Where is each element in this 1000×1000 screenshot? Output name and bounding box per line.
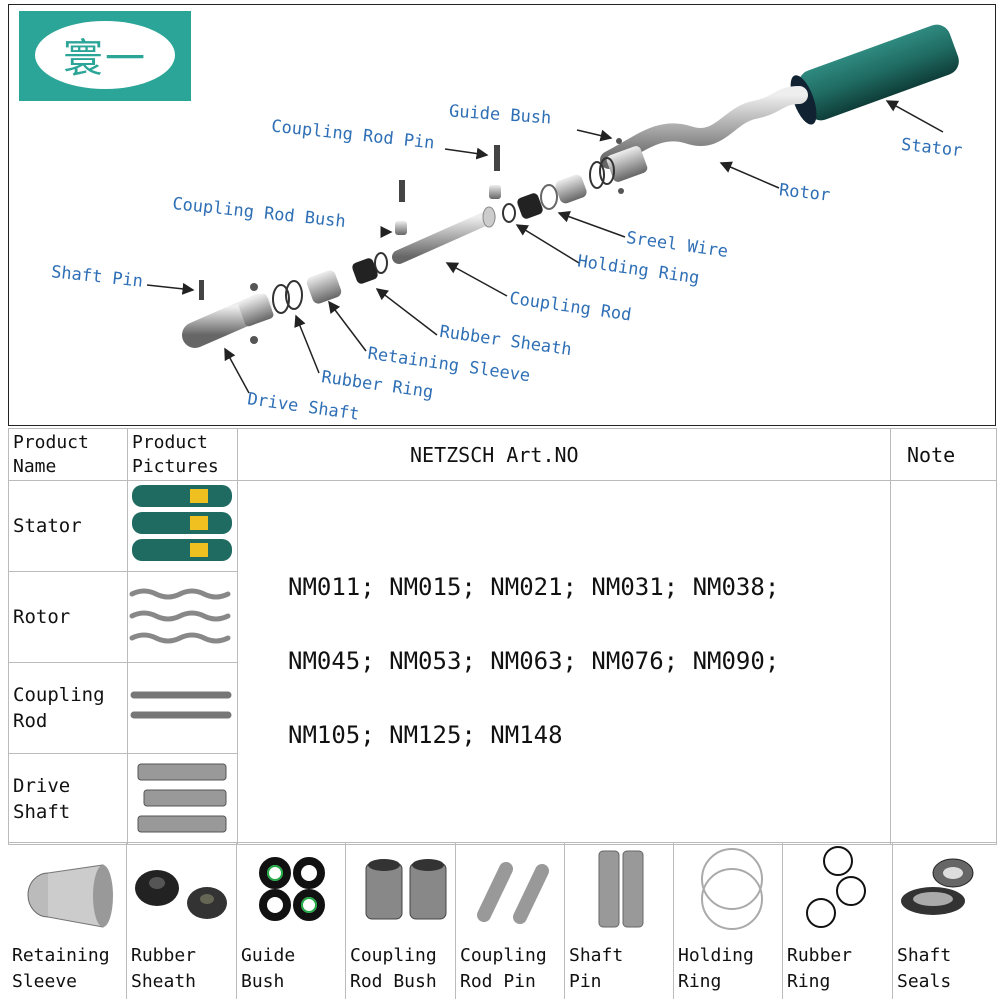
brand-logo: 寰一	[19, 11, 191, 101]
part-label: Holding Ring	[678, 945, 754, 992]
row-name-rotor: Rotor	[8, 571, 128, 663]
note-cell	[890, 480, 997, 845]
code-line-3: NM105; NM125; NM148	[288, 721, 563, 749]
rotor-picture	[127, 571, 238, 663]
coupling-rod-part	[392, 210, 496, 264]
header-art-no: NETZSCH Art.NO	[237, 428, 891, 481]
part-label: Retaining Sleeve	[12, 945, 110, 992]
part-label: Shaft Pin	[569, 945, 624, 992]
part-label: Shaft Seals	[897, 945, 952, 992]
parts-row: Retaining Sleeve Rubber Sheath Guide Bus…	[8, 842, 996, 999]
header-product-pictures: Product Pictures	[127, 428, 238, 481]
part-label: Coupling Rod Pin	[460, 945, 547, 992]
part-coupling-rod-bush: Coupling Rod Bush	[346, 843, 456, 999]
drive-shaft-picture	[127, 753, 238, 845]
part-label: Coupling Rod Bush	[350, 945, 437, 992]
part-holding-ring: Holding Ring	[674, 843, 783, 999]
header-note: Note	[890, 428, 997, 481]
part-shaft-pin: Shaft Pin	[565, 843, 674, 999]
exploded-diagram: 寰一 Guide Bush Coupling Rod Pin Stator Ro…	[8, 4, 996, 426]
code-line-1: NM011; NM015; NM021; NM031; NM038;	[288, 573, 780, 601]
row-name-drive-shaft: Drive Shaft	[8, 753, 128, 845]
part-label: Rubber Sheath	[131, 945, 197, 992]
part-guide-bush: Guide Bush	[237, 843, 346, 999]
code-line-2: NM045; NM053; NM063; NM076; NM090;	[288, 647, 780, 675]
row-name-coupling-rod: Coupling Rod	[8, 662, 128, 754]
logo-text: 寰一	[63, 36, 147, 82]
part-coupling-rod-pin: Coupling Rod Pin	[456, 843, 565, 999]
part-shaft-seals: Shaft Seals	[893, 843, 996, 999]
stator-part	[790, 24, 959, 125]
part-rubber-ring: Rubber Ring	[783, 843, 893, 999]
product-table: Product Name Product Pictures NETZSCH Ar…	[8, 428, 997, 845]
rotor-part	[600, 86, 808, 169]
coupling-rod-picture	[127, 662, 238, 754]
stator-picture	[127, 480, 238, 572]
part-rubber-sheath: Rubber Sheath	[127, 843, 237, 999]
art-no-cell: NM011; NM015; NM021; NM031; NM038; NM045…	[237, 480, 891, 845]
part-retaining-sleeve: Retaining Sleeve	[8, 843, 127, 999]
pump-parts-illustration	[146, 24, 959, 394]
part-label: Rubber Ring	[787, 945, 853, 992]
part-label: Guide Bush	[241, 945, 296, 992]
header-product-name: Product Name	[8, 428, 128, 481]
row-name-stator: Stator	[8, 480, 128, 572]
